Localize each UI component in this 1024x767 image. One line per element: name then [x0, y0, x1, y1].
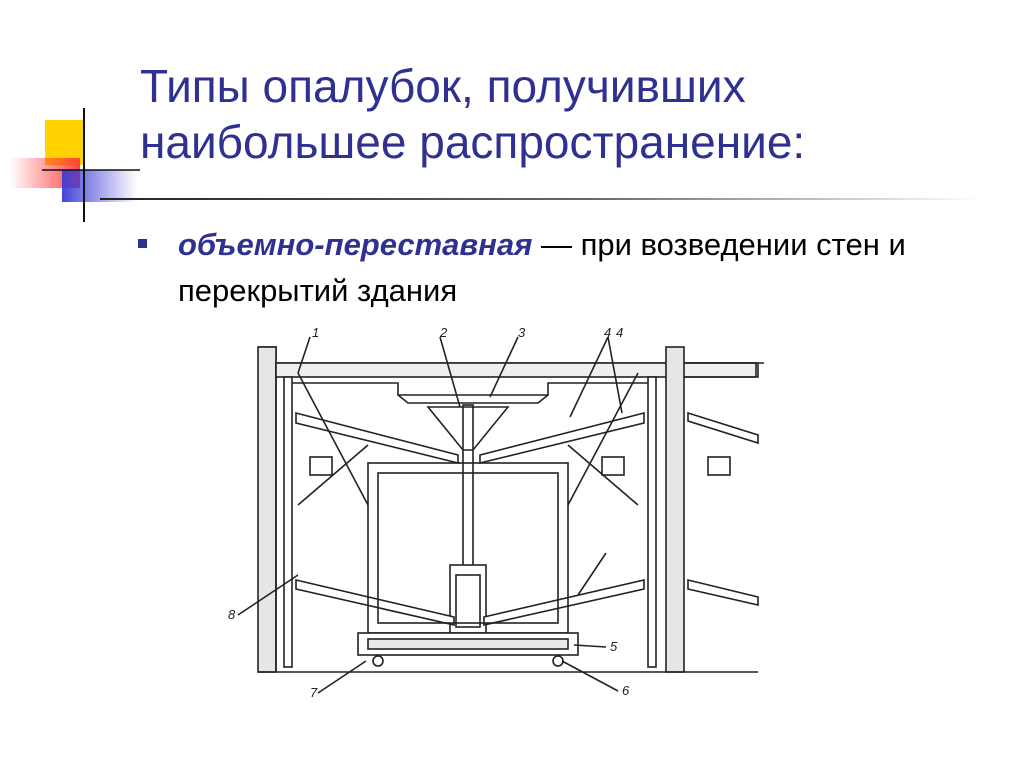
bullet-description: — при возведении стен и перекрытий здани… — [178, 227, 906, 308]
bullet-term: объемно-переставная — [178, 227, 533, 262]
slide-title-line-1: Типы опалубок, получивших — [140, 60, 746, 112]
bullet-square-icon — [138, 239, 147, 248]
slide-title-line-2: наибольшее распространение: — [140, 116, 806, 168]
decorative-squares — [0, 0, 150, 240]
upper-strut-left — [295, 411, 459, 465]
diagram-label-4: 4 — [604, 325, 611, 340]
title-divider — [100, 198, 980, 200]
middle-wall — [665, 346, 685, 673]
left-panel — [283, 376, 293, 668]
diagram-label-3: 3 — [518, 325, 526, 340]
diagram-label-1: 1 — [312, 325, 319, 340]
lower-strut-left — [295, 578, 455, 627]
left-wall — [258, 346, 764, 364]
diagram-label-2: 2 — [439, 325, 448, 340]
bullet-item: объемно-переставная — при возведении сте… — [138, 222, 998, 314]
ceiling-slab — [275, 362, 757, 378]
blue-square — [62, 170, 137, 202]
lower-strut-right — [483, 578, 645, 626]
slide-title: Типы опалубок, получивших наибольшее рас… — [140, 58, 1000, 170]
diagram-label-8: 8 — [228, 607, 236, 622]
yellow-square — [45, 120, 85, 165]
top-panel — [292, 382, 648, 396]
diagram-label-6: 6 — [622, 683, 630, 698]
diagram-label-7: 7 — [310, 685, 318, 700]
diagram-label-5: 5 — [610, 639, 618, 654]
right-panel — [647, 376, 657, 668]
diagram-label-4: 4 — [616, 325, 623, 340]
upper-strut-right — [479, 411, 645, 465]
bullet-text: объемно-переставная — при возведении сте… — [178, 222, 998, 314]
right-bay-struts — [687, 411, 759, 607]
